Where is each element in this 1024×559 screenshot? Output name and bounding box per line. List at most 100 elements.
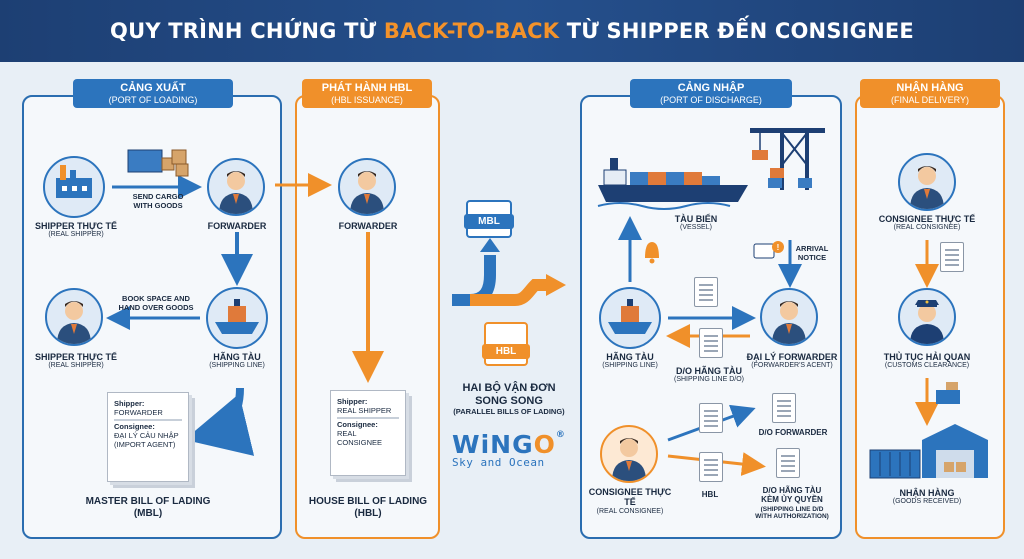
- label-forwarder-hbl: FORWARDER: [328, 221, 408, 231]
- label-real-consignee-delivery: CONSIGNEE THỰC TẾ (REAL CONSIGNEE): [874, 214, 980, 232]
- label-mbl: MASTER BILL OF LADING (MBL): [85, 496, 211, 519]
- doc-consignee-key: Consignee:: [337, 420, 378, 430]
- wingo-logo: WiNGO® Sky and Ocean: [452, 430, 566, 469]
- customs-officer-avatar: [898, 288, 956, 346]
- label-forwarder-agent: ĐẠI LÝ FORWARDER (FORWARDER'S ACENT): [744, 352, 840, 370]
- label-shipping-line-discharge: HÃNG TÀU (SHIPPING LINE): [592, 352, 668, 370]
- doc-consignee-value: REAL CONSIGNEE: [337, 428, 383, 447]
- document-icon: [772, 393, 796, 423]
- label-book-space: BOOK SPACE AND HAND OVER GOODS: [118, 294, 194, 312]
- label-sub: (REAL CONSIGNEE): [893, 224, 961, 232]
- title-banner: QUY TRÌNH CHỨNG TỪ BACK-TO-BACK TỪ SHIPP…: [0, 0, 1024, 62]
- label-hbl: HOUSE BILL OF LADING (HBL): [308, 496, 428, 519]
- label-do-line: D/O HÃNG TÀU (SHIPPING LINE D/O): [668, 366, 750, 384]
- forwarder-agent-avatar: [760, 288, 818, 346]
- tag-port-of-loading: CẢNG XUẤT (PORT OF LOADING): [73, 79, 233, 108]
- tag-title: PHÁT HÀNH HBL: [321, 82, 413, 94]
- label-do-with-authorization-sub: (SHIPPING LINE D/D WITH AUTHORIZATION): [755, 506, 829, 521]
- label-name: HÃNG TÀU: [213, 352, 261, 362]
- label-parallel-bills-sub: (PARALLEL BILLS OF LADING): [453, 407, 565, 416]
- label-real-shipper-top: SHIPPER THỰC TẾ (REAL SHIPPER): [28, 221, 124, 239]
- hbl-document: Shipper: REAL SHIPPER Consignee: REAL CO…: [330, 390, 406, 476]
- mbl-badge-label: MBL: [464, 214, 514, 229]
- crane-icon: [750, 128, 825, 190]
- label-name: NHẬN HÀNG: [899, 488, 955, 498]
- document-icon: [940, 242, 964, 272]
- label-vessel: TÀU BIỂN (VESSEL): [660, 214, 732, 232]
- tag-subtitle: (PORT OF LOADING): [108, 94, 198, 105]
- doc-shipper-value: REAL SHIPPER: [337, 405, 392, 415]
- person-icon: [612, 438, 646, 481]
- document-icon: [694, 277, 718, 307]
- logo-o: O: [533, 430, 556, 459]
- tag-title: CẢNG NHẬP: [677, 82, 745, 94]
- doc-consignee-value: ĐẠI LÝ CẢU NHẬP: [114, 430, 179, 440]
- label-parallel-bills: HAI BỘ VẬN ĐƠN SONG SONG: [462, 382, 556, 407]
- label-name: TÀU BIỂN: [674, 214, 718, 224]
- label-sub: (REAL SHIPPER): [48, 362, 104, 370]
- real-consignee-avatar-discharge: [600, 425, 658, 483]
- label-name: SHIPPER THỰC TẾ: [35, 352, 117, 362]
- doc-consignee-key: Consignee:: [114, 422, 155, 432]
- real-shipper-avatar: [45, 288, 103, 346]
- officer-icon: [910, 300, 944, 344]
- real-consignee-avatar-delivery: [898, 153, 956, 211]
- arrow-hbl-head: [546, 274, 566, 296]
- arrow-hbl-branch: [470, 279, 548, 306]
- bell-icon: [645, 242, 659, 264]
- label-name: SHIPPER THỰC TẾ: [35, 221, 117, 231]
- document-icon: [776, 448, 800, 478]
- person-icon: [219, 171, 253, 214]
- cargo-container-icon: [127, 149, 189, 177]
- title-highlight: BACK-TO-BACK: [383, 19, 560, 43]
- arrow-issue-mbl: [184, 387, 255, 456]
- forwarder-avatar: [207, 158, 265, 216]
- tag-subtitle: (PORT OF DISCHARGE): [660, 94, 762, 105]
- notification-icon: !: [753, 241, 784, 259]
- label-name: CONSIGNEE THỰC TẾ: [878, 214, 976, 224]
- label-sub: (SHIPPING LINE): [209, 362, 265, 370]
- label-send-cargo: SEND CARGO WITH GOODS: [132, 192, 184, 210]
- page-title: QUY TRÌNH CHỨNG TỪ BACK-TO-BACK TỪ SHIPP…: [110, 19, 914, 43]
- label-name: D/O HÃNG TÀU: [676, 366, 742, 376]
- label-sub: (REAL SHIPPER): [48, 231, 104, 239]
- label-name: FORWARDER: [338, 221, 398, 231]
- hbl-badge-label: HBL: [482, 344, 530, 359]
- mbl-badge: MBL: [464, 200, 514, 238]
- label-name: FORWARDER: [207, 221, 267, 231]
- label-sub: (VESSEL): [680, 224, 712, 232]
- label-name: THỦ TỤC HẢI QUAN: [883, 352, 971, 362]
- logo-tagline: Sky and Ocean: [452, 456, 545, 469]
- doc-shipper-key: Shipper:: [337, 397, 368, 406]
- person-icon: [57, 301, 91, 344]
- label-customs-clearance: THỦ TỤC HẢI QUAN (CUSTOMS CLEARANCE): [874, 352, 980, 370]
- warehouse-icon: [869, 424, 988, 479]
- tag-final-delivery: NHẬN HÀNG (FINAL DELIVERY): [860, 79, 1000, 108]
- title-suffix: TỪ SHIPPER ĐẾN CONSIGNEE: [559, 19, 914, 43]
- label-hbl-discharge: HBL: [701, 490, 719, 499]
- doc-shipper-key: Shipper:: [114, 399, 145, 408]
- label-sub: (SHIPPING LINE D/O): [673, 376, 744, 384]
- factory-icon: [43, 156, 105, 218]
- label-do-forwarder: D/O FORWARDER: [758, 428, 828, 437]
- document-icon: [699, 452, 723, 482]
- label-sub: (SHIPPING LINE): [602, 362, 658, 370]
- label-name: CONSIGNEE THỰC TẾ: [588, 487, 672, 508]
- label-real-consignee-discharge: CONSIGNEE THỰC TẾ (REAL CONSIGNEE): [582, 487, 678, 516]
- document-icon: [699, 328, 723, 358]
- label-real-shipper-mid: SHIPPER THỰC TẾ (REAL SHIPPER): [28, 352, 124, 370]
- container-small-icon: [936, 382, 960, 404]
- document-icon: [699, 403, 723, 433]
- doc-consignee-value-sub: (IMPORT AGENT): [114, 439, 176, 449]
- label-forwarder: FORWARDER: [197, 221, 277, 231]
- ship-icon-discharge: [599, 287, 661, 349]
- hbl-badge: HBL: [482, 322, 530, 366]
- label-shipping-line-loading: HÃNG TÀU (SHIPPING LINE): [197, 352, 277, 370]
- label-sub: (GOODS RECEIVED): [892, 498, 962, 506]
- label-goods-received: NHẬN HÀNG (GOODS RECEIVED): [874, 488, 980, 506]
- logo-registered: ®: [555, 430, 566, 440]
- doc-shipper-value: FORWARDER: [114, 407, 163, 417]
- person-icon: [910, 166, 944, 209]
- arrow-mbl-branch: [452, 255, 496, 306]
